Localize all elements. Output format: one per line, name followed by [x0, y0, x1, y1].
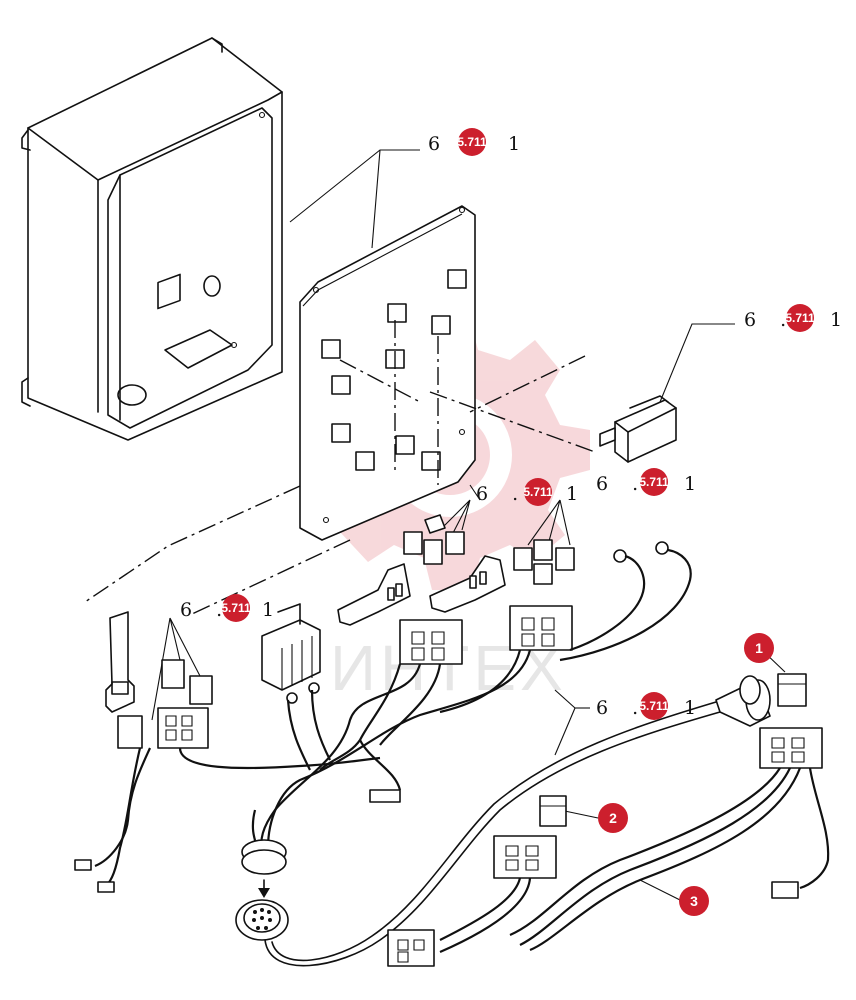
svg-text:5.711: 5.711: [639, 699, 669, 713]
svg-text:6 .: 6 .: [744, 309, 795, 331]
round-plug-connector: [235, 839, 289, 941]
svg-text:6 .: 6 .: [596, 473, 647, 495]
harness-connectors: [157, 605, 573, 749]
mounting-plate: [299, 205, 476, 541]
relay-item-2: [539, 795, 567, 827]
ref-label-4: 6 . 5.711 1: [596, 468, 705, 496]
control-box-housing: [21, 37, 283, 441]
svg-text:1: 1: [566, 483, 587, 505]
svg-text:5.711: 5.711: [221, 601, 251, 615]
svg-text:1: 1: [755, 640, 763, 656]
plate-sockets: [321, 269, 467, 471]
svg-text:1: 1: [830, 309, 851, 331]
svg-text:6 .: 6 .: [476, 483, 527, 505]
svg-text:5.711: 5.711: [785, 311, 815, 325]
callout-3[interactable]: 3: [679, 886, 709, 916]
callout-2[interactable]: 2: [598, 803, 628, 833]
svg-text:6 .: 6 .: [180, 599, 231, 621]
left-bracket-strip: [105, 611, 135, 713]
main-wire-harness: [74, 541, 692, 893]
extension-harness: [387, 727, 830, 967]
ref-label-1: 6 . 5.711 1: [428, 128, 529, 156]
svg-text:5.711: 5.711: [639, 475, 669, 489]
svg-text:1: 1: [508, 133, 529, 155]
svg-text:5.711: 5.711: [457, 135, 487, 149]
fuse-block-center: [261, 603, 321, 691]
mounting-brackets: [337, 555, 506, 626]
svg-text:2: 2: [609, 810, 617, 826]
callout-1[interactable]: 1: [744, 633, 774, 663]
svg-text:1: 1: [684, 473, 705, 495]
ref-label-3: 6 . 5.711 1: [476, 478, 587, 506]
svg-text:1: 1: [684, 697, 705, 719]
flasher-relay: [599, 395, 677, 463]
relay-group-center: [403, 499, 471, 565]
svg-text:6 .: 6 .: [596, 697, 647, 719]
relay-group-left: [117, 617, 213, 749]
svg-text:3: 3: [690, 893, 698, 909]
ref-label-2: 6 . 5.711 1: [744, 304, 851, 332]
ref-label-5: 6 . 5.711 1: [180, 594, 283, 622]
ref-label-6: 6 . 5.711 1: [596, 692, 705, 720]
svg-text:1: 1: [262, 599, 283, 621]
extension-cable: [264, 675, 771, 967]
svg-text:5.711: 5.711: [523, 485, 553, 499]
relay-item-1: [761, 649, 807, 707]
relay-group-right: [513, 499, 575, 585]
